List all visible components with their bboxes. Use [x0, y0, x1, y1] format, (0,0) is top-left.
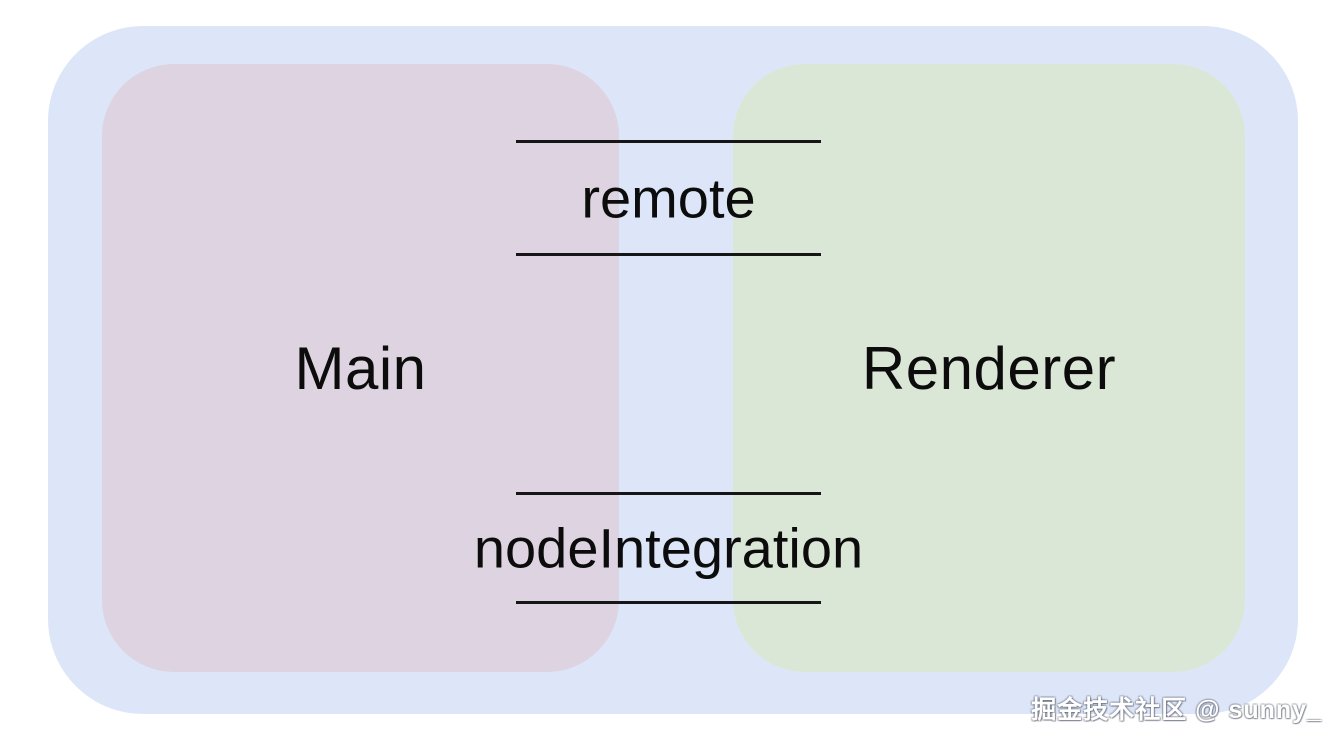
renderer-process-node: Renderer	[733, 64, 1245, 672]
watermark: 掘金技术社区 @ sunny_	[1031, 696, 1322, 724]
renderer-process-label: Renderer	[861, 334, 1117, 402]
nodeintegration-connector-top-line	[516, 492, 821, 495]
remote-connector: remote	[516, 140, 821, 256]
remote-connector-top-line	[516, 140, 821, 143]
main-process-node: Main	[102, 64, 619, 672]
main-process-label: Main	[294, 334, 427, 402]
nodeintegration-connector-bottom-line	[516, 601, 821, 604]
remote-connector-label: remote	[581, 166, 756, 230]
remote-connector-bottom-line	[516, 253, 821, 256]
nodeintegration-connector: nodeIntegration	[474, 492, 863, 604]
nodeintegration-connector-label: nodeIntegration	[473, 516, 864, 580]
